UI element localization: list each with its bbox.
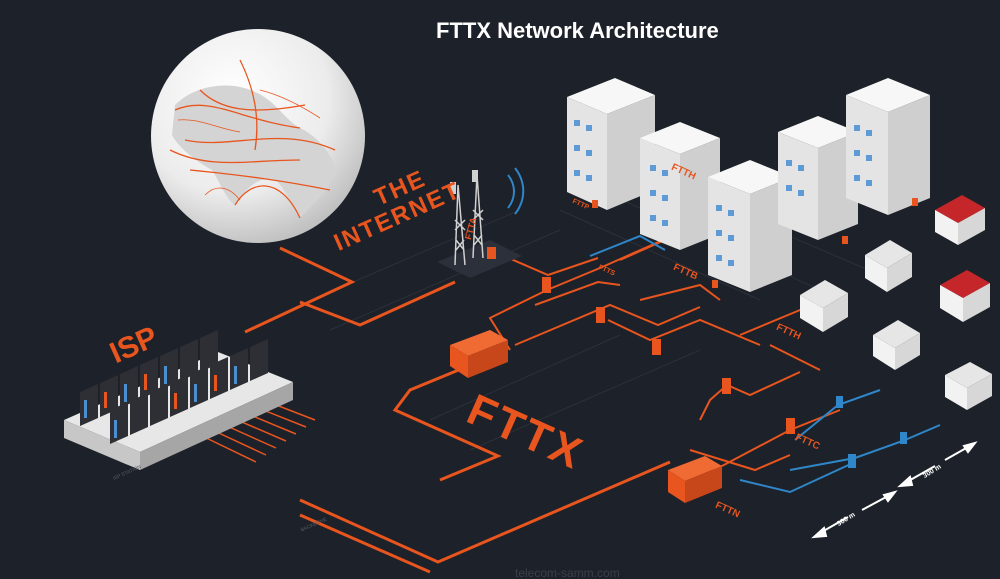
server-rack-icon xyxy=(64,330,293,470)
building-icon xyxy=(567,78,930,292)
cell-tower-icon xyxy=(437,167,525,278)
watermark: telecom-samm.com xyxy=(515,566,620,579)
page-title: FTTX Network Architecture xyxy=(436,18,719,43)
globe-icon xyxy=(151,29,365,243)
fiber-network xyxy=(244,246,671,574)
distance-arrows xyxy=(811,441,978,539)
house-icon xyxy=(800,195,992,410)
node-cabinet-icon xyxy=(450,277,907,503)
